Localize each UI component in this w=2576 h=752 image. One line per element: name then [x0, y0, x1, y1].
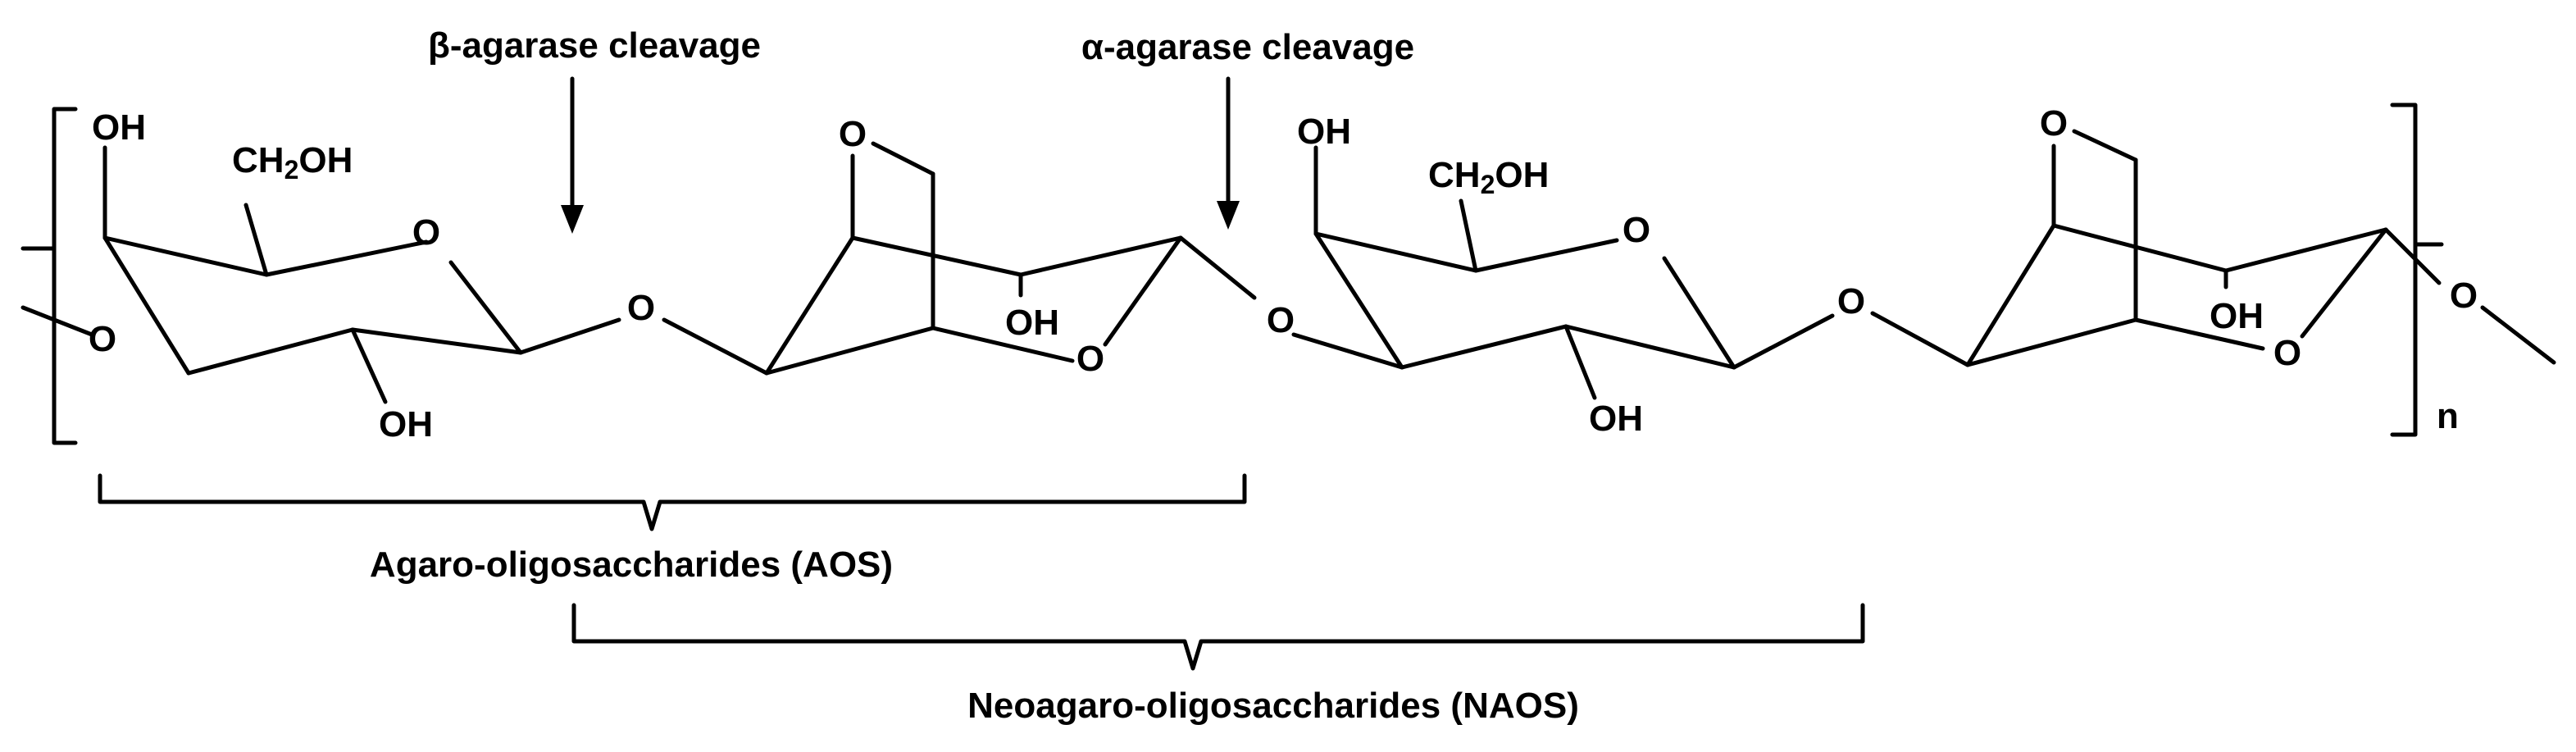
glycosidic-bond-2 — [1291, 332, 1404, 370]
ring1-hydroxymethyl: CH2OH — [232, 140, 353, 185]
galactose-ring-1 — [102, 145, 621, 404]
ring3-hydroxymethyl: CH2OH — [1428, 155, 1549, 199]
galactose-ring-3 — [1313, 145, 1835, 400]
ring2-hydroxyl: OH — [1005, 303, 1059, 343]
anhydrogalactose-ring-2 — [764, 141, 1257, 376]
ring4-bridge-oxygen: O — [2040, 103, 2068, 144]
glycosidic-bond-1 — [662, 317, 769, 376]
ring4-glycosidic-oxygen: O — [2450, 276, 2478, 316]
ring1-c2-hydroxyl: OH — [379, 404, 433, 444]
ring2-bridge-oxygen: O — [839, 114, 867, 154]
ring4-ring-oxygen: O — [2273, 333, 2301, 373]
glycosidic-oxygen-2: O — [1267, 300, 1295, 340]
ring1-glycosidic-oxygen: O — [89, 319, 116, 359]
ring3-ring-oxygen: O — [1623, 210, 1650, 250]
ring3-c2-hydroxyl: OH — [1589, 399, 1643, 439]
left-terminal-bond — [20, 305, 94, 337]
ring3-c4-hydroxyl: OH — [1297, 112, 1351, 152]
ring1-c4-hydroxyl: OH — [92, 107, 146, 148]
alpha-cleavage-arrow — [1217, 76, 1240, 230]
anhydrogalactose-ring-4 — [1965, 129, 2556, 367]
ring4-hydroxyl: OH — [2210, 296, 2264, 336]
repeat-count-label: n — [2437, 396, 2459, 436]
aos-brace — [98, 473, 1247, 531]
glycosidic-oxygen-1: O — [627, 288, 655, 328]
naos-brace — [571, 603, 1865, 671]
glycosidic-bond-3 — [1870, 311, 1970, 367]
beta-cleavage-label: β-agarase cleavage — [428, 25, 761, 66]
right-repeat-bracket — [2390, 103, 2444, 437]
left-repeat-bracket — [20, 107, 78, 445]
naos-label: Neoagaro-oligosaccharides (NAOS) — [967, 686, 1579, 726]
aos-label: Agaro-oligosaccharides (AOS) — [370, 545, 893, 585]
alpha-cleavage-label: α-agarase cleavage — [1081, 27, 1414, 67]
beta-cleavage-arrow — [561, 76, 584, 234]
glycosidic-oxygen-3: O — [1837, 281, 1865, 321]
ring1-ring-oxygen: O — [412, 212, 440, 253]
ring2-ring-oxygen: O — [1076, 339, 1104, 379]
